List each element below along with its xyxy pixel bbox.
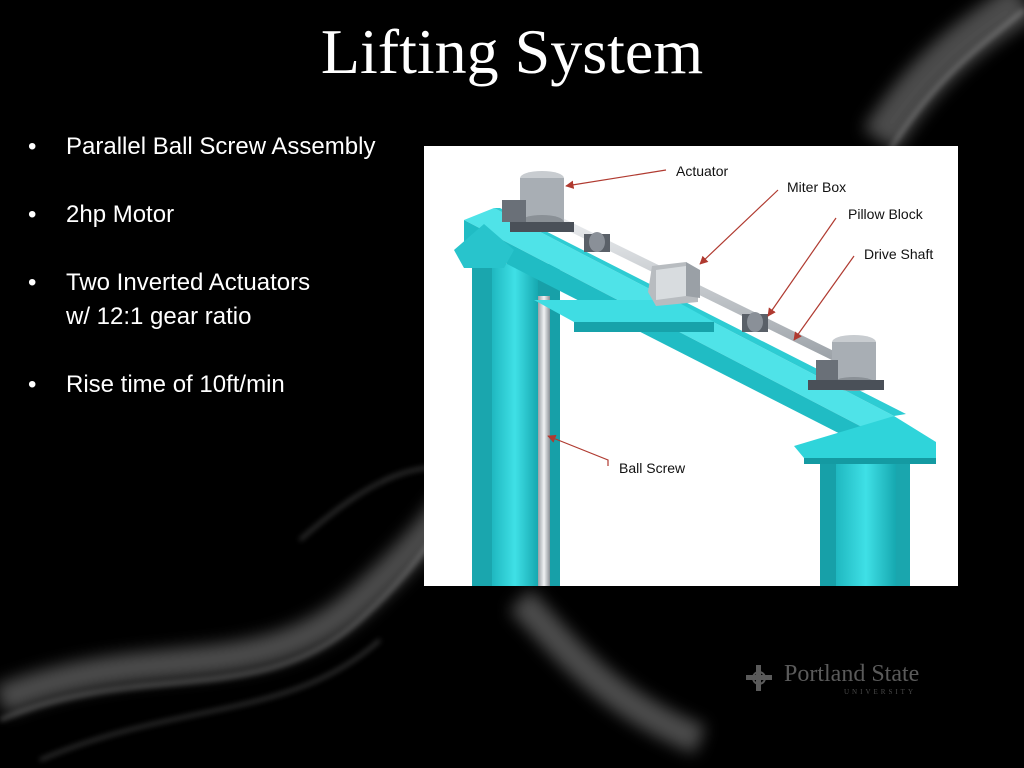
bullet-list: • Parallel Ball Screw Assembly • 2hp Mot…: [28, 130, 408, 436]
right-column: [820, 446, 910, 586]
miter-box: [648, 262, 700, 306]
bullet-text: 2hp Motor: [66, 201, 175, 228]
ball-screw: [538, 296, 550, 586]
bullet-marker: •: [28, 201, 37, 228]
callout-ball-screw: Ball Screw: [619, 460, 686, 476]
actuator-arrow: [565, 169, 667, 189]
callout-miter-box: Miter Box: [787, 179, 846, 195]
university-logo-mark: [746, 665, 772, 691]
university-sub: UNIVERSITY: [844, 688, 916, 696]
bullet-marker: •: [28, 269, 37, 296]
bullet-marker: •: [28, 133, 37, 160]
lifting-system-diagram: Actuator Miter Box Pillow Block Drive Sh…: [454, 163, 936, 586]
slide-title: Lifting System: [320, 16, 704, 87]
bullet-text: Two Inverted Actuators: [66, 269, 311, 296]
bullet-text: Parallel Ball Screw Assembly: [66, 133, 376, 160]
bullet-item: • Rise time of 10ft/min: [28, 368, 408, 402]
cross-plate: [534, 300, 714, 332]
callout-actuator: Actuator: [676, 163, 728, 179]
callout-drive-shaft: Drive Shaft: [864, 246, 933, 262]
drive-shaft-arrow: [793, 255, 855, 341]
bullet-item: • 2hp Motor: [28, 198, 408, 232]
ball-screw-arrow: [547, 434, 609, 466]
miter-box-arrow: [699, 189, 779, 265]
university-name: Portland State: [784, 661, 920, 687]
actuator-left: [502, 171, 574, 232]
pillow-block-left: [584, 232, 610, 252]
actuator-right: [808, 335, 884, 391]
pillow-block-right: [742, 312, 768, 332]
bullet-item: • Parallel Ball Screw Assembly: [28, 130, 408, 164]
bullet-marker: •: [28, 371, 37, 398]
university-logo: Portland State UNIVERSITY: [740, 655, 950, 705]
callout-arrows: [547, 169, 855, 466]
bullet-text: Rise time of 10ft/min: [66, 371, 285, 398]
callout-pillow-block: Pillow Block: [848, 206, 924, 222]
pillow-block-arrow: [767, 217, 837, 317]
bullet-item: • Two Inverted Actuators w/ 12:1 gear ra…: [28, 266, 408, 334]
lifting-system-figure: Actuator Miter Box Pillow Block Drive Sh…: [424, 146, 958, 586]
bullet-text-continued: w/ 12:1 gear ratio: [66, 303, 252, 330]
